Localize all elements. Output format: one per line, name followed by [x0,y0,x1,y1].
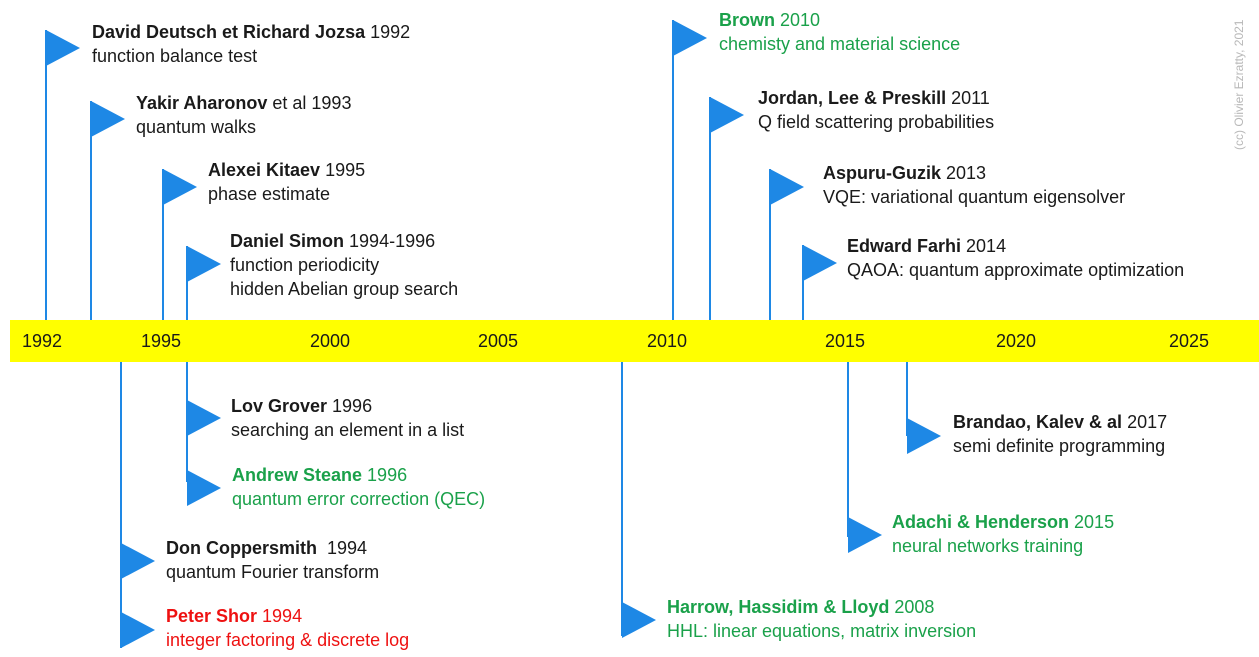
event-author: Don Coppersmith [166,538,317,558]
event-year: 2015 [1069,512,1115,532]
flag-simon-icon [187,246,221,282]
event-author: Harrow, Hassidim & Lloyd [667,597,890,617]
timeline-axis-bar [10,320,1259,362]
tick-label-2000: 2000 [309,331,351,351]
event-description: chemisty and material science [719,34,961,54]
event-description: semi definite programming [953,436,1166,456]
event-aspuru-guzik: Aspuru-Guzik 2013 VQE: variational quant… [823,161,1125,209]
tick-label-2020: 2020 [995,331,1037,351]
event-author: Andrew Steane [232,465,363,485]
event-author: Yakir Aharonov [136,93,268,113]
flag-harrow-hassidim-lloyd-icon [622,602,656,638]
event-description: function balance test [92,46,258,66]
event-description: quantum Fourier transform [166,562,380,582]
flag-jordan-icon [710,97,744,133]
flag-aharonov-icon [91,101,125,137]
copyright-credit: (cc) Olivier Ezratty, 2021 [1232,19,1246,150]
event-description: searching an element in a list [231,420,465,440]
event-year: 2010 [775,10,821,30]
event-grover: Lov Grover 1996 searching an element in … [231,394,464,442]
event-year: 2017 [1122,412,1168,432]
event-description: phase estimate [208,184,331,204]
event-steane: Andrew Steane 1996 quantum error correct… [232,463,485,511]
event-author: Edward Farhi [847,236,962,256]
event-author: Daniel Simon [230,231,345,251]
event-year: 1992 [365,22,411,42]
event-description-2: hidden Abelian group search [230,279,459,299]
event-year: 1994 [257,606,303,626]
event-brown: Brown 2010 chemisty and material science [719,8,960,56]
event-author: Aspuru-Guzik [823,163,942,183]
flag-deutsch-jozsa-icon [46,30,80,66]
event-author: Lov Grover [231,396,328,416]
event-description: Q field scattering probabilities [758,112,995,132]
event-description: VQE: variational quantum eigensolver [823,187,1126,207]
event-brandao-kalev: Brandao, Kalev & al 2017 semi definite p… [953,410,1167,458]
event-kitaev: Alexei Kitaev 1995 phase estimate [208,158,365,206]
event-description: function periodicity [230,255,380,275]
event-description: quantum walks [136,117,257,137]
event-description: neural networks training [892,536,1084,556]
event-author: Brown [719,10,775,30]
event-year: 1995 [320,160,366,180]
event-deutsch-jozsa: David Deutsch et Richard Jozsa 1992 func… [92,20,410,68]
event-year: 2008 [889,597,935,617]
event-author: Adachi & Henderson [892,512,1070,532]
flag-kitaev-icon [163,169,197,205]
event-year: 2013 [941,163,987,183]
event-description: QAOA: quantum approximate optimization [847,260,1185,280]
event-harrow-hassidim-lloyd: Harrow, Hassidim & Lloyd 2008 HHL: linea… [667,595,976,643]
event-coppersmith: Don Coppersmith 1994 quantum Fourier tra… [166,536,379,584]
flag-coppersmith-icon [121,543,155,579]
tick-label-2010: 2010 [646,331,688,351]
event-year: 1994-1996 [344,231,436,251]
event-adachi-henderson: Adachi & Henderson 2015 neural networks … [892,510,1114,558]
event-author: Brandao, Kalev & al [953,412,1123,432]
tick-label-1995: 1995 [140,331,182,351]
event-year: 2014 [961,236,1007,256]
event-year: 1996 [362,465,408,485]
flag-shor-icon [121,612,155,648]
event-aharonov: Yakir Aharonov et al 1993 quantum walks [136,91,351,139]
event-author: Peter Shor [166,606,258,626]
event-simon: Daniel Simon 1994-1996 function periodic… [230,229,458,301]
flag-grover-icon [187,400,221,436]
tick-label-1992: 1992 [21,331,63,351]
flag-brown-icon [673,20,707,56]
tick-label-2005: 2005 [477,331,519,351]
event-author: Alexei Kitaev [208,160,321,180]
event-farhi: Edward Farhi 2014 QAOA: quantum approxim… [847,234,1184,282]
event-description: integer factoring & discrete log [166,630,410,650]
event-year: 1996 [327,396,373,416]
event-shor: Peter Shor 1994 integer factoring & disc… [166,604,409,652]
tick-label-2015: 2015 [824,331,866,351]
flag-adachi-henderson-icon [848,517,882,553]
event-description: HHL: linear equations, matrix inversion [667,621,977,641]
event-author: Jordan, Lee & Preskill [758,88,947,108]
event-year: 2011 [946,88,990,108]
event-year: et al 1993 [267,93,352,113]
event-jordan-lee-preskill: Jordan, Lee & Preskill 2011 Q field scat… [758,86,994,134]
event-description: quantum error correction (QEC) [232,489,486,509]
event-author: David Deutsch et Richard Jozsa [92,22,366,42]
flag-steane-icon [187,470,221,506]
event-year: 1994 [317,538,368,558]
flag-farhi-icon [803,245,837,281]
flag-aspuru-guzik-icon [770,169,804,205]
flag-brandao-kalev-icon [907,418,941,454]
tick-label-2025: 2025 [1168,331,1210,351]
